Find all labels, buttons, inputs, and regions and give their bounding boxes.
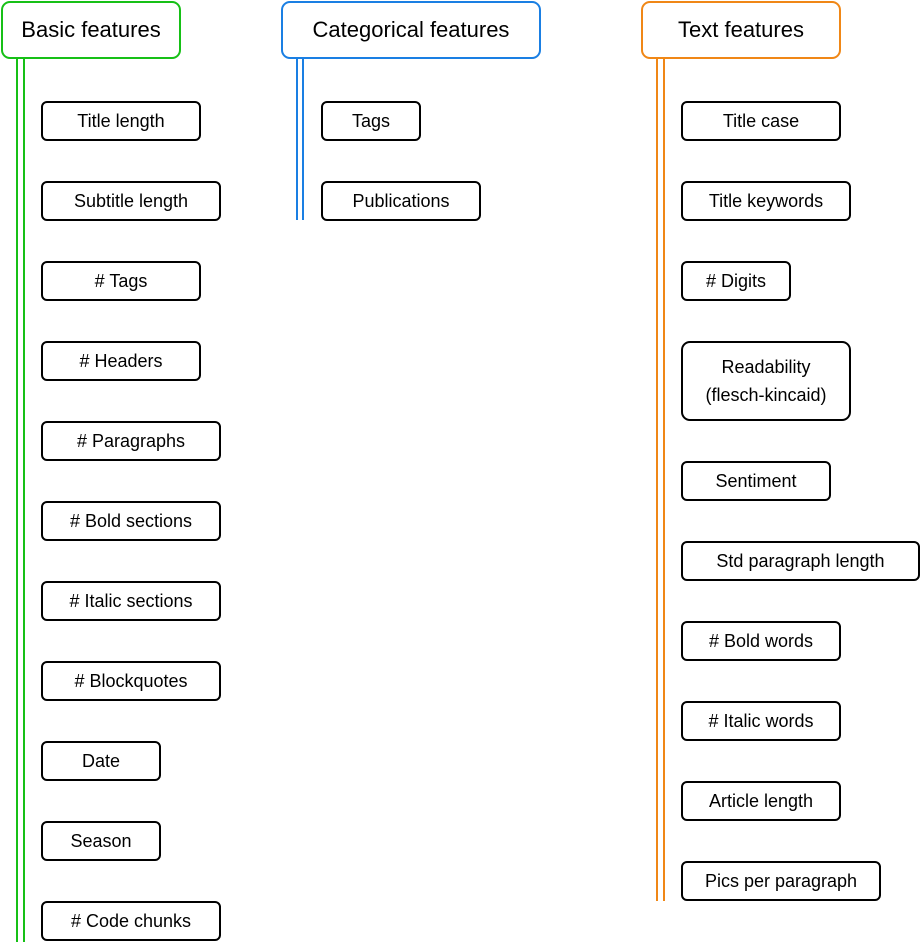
- basic-feature-label: # Blockquotes: [74, 671, 188, 691]
- header-text-features-label: Text features: [678, 17, 804, 42]
- basic-feature-label: # Paragraphs: [76, 431, 186, 451]
- basic-feature-label: Season: [70, 831, 132, 851]
- text-feature-label: Sentiment: [715, 471, 797, 491]
- basic-feature-node: Date: [41, 741, 161, 781]
- text-feature-label: Article length: [708, 791, 814, 811]
- text-feature-label: # Digits: [705, 271, 767, 291]
- categorical-feature-label: Tags: [351, 111, 391, 131]
- text-feature-label: Readability (flesch-kincaid): [705, 357, 827, 405]
- basic-feature-node: # Tags: [41, 261, 201, 301]
- text-feature-node: Readability (flesch-kincaid): [681, 341, 851, 421]
- header-text-features: Text features: [641, 1, 841, 59]
- basic-rail-right: [23, 59, 25, 942]
- text-feature-node: Title keywords: [681, 181, 851, 221]
- basic-feature-node: Season: [41, 821, 161, 861]
- text-feature-node: # Digits: [681, 261, 791, 301]
- text-feature-label: # Bold words: [708, 631, 814, 651]
- text-feature-label: Pics per paragraph: [704, 871, 858, 891]
- header-categorical-features: Categorical features: [281, 1, 541, 59]
- text-rail-left: [656, 59, 658, 901]
- basic-feature-node: Subtitle length: [41, 181, 221, 221]
- categorical-feature-node: Publications: [321, 181, 481, 221]
- categorical-rail-right: [302, 59, 304, 220]
- basic-feature-node: # Blockquotes: [41, 661, 221, 701]
- basic-feature-label: Subtitle length: [73, 191, 189, 211]
- text-feature-node: # Italic words: [681, 701, 841, 741]
- header-categorical-features-label: Categorical features: [312, 17, 510, 42]
- text-feature-node: # Bold words: [681, 621, 841, 661]
- basic-feature-label: # Headers: [79, 351, 163, 371]
- text-feature-node: Article length: [681, 781, 841, 821]
- text-feature-node: Sentiment: [681, 461, 831, 501]
- text-feature-label: # Italic words: [708, 711, 814, 731]
- categorical-feature-label: Publications: [352, 191, 450, 211]
- basic-feature-node: # Bold sections: [41, 501, 221, 541]
- basic-feature-node: # Italic sections: [41, 581, 221, 621]
- basic-feature-node: # Code chunks: [41, 901, 221, 941]
- basic-feature-label: # Tags: [94, 271, 148, 291]
- basic-feature-node: # Paragraphs: [41, 421, 221, 461]
- header-basic-features-label: Basic features: [21, 17, 161, 42]
- text-rail-right: [663, 59, 665, 901]
- text-feature-label: Title case: [722, 111, 800, 131]
- basic-feature-node: Title length: [41, 101, 201, 141]
- basic-feature-label: # Italic sections: [69, 591, 193, 611]
- categorical-feature-node: Tags: [321, 101, 421, 141]
- text-feature-label: Title keywords: [708, 191, 824, 211]
- text-feature-node: Pics per paragraph: [681, 861, 881, 901]
- text-feature-label: Std paragraph length: [716, 551, 885, 571]
- basic-feature-node: # Headers: [41, 341, 201, 381]
- text-feature-node: Std paragraph length: [681, 541, 920, 581]
- basic-feature-label: # Bold sections: [69, 511, 193, 531]
- basic-feature-label: # Code chunks: [70, 911, 192, 931]
- categorical-rail-left: [296, 59, 298, 220]
- basic-feature-label: Title length: [77, 111, 165, 131]
- text-feature-node: Title case: [681, 101, 841, 141]
- basic-rail-left: [16, 59, 18, 942]
- header-basic-features: Basic features: [1, 1, 181, 59]
- basic-feature-label: Date: [81, 751, 121, 771]
